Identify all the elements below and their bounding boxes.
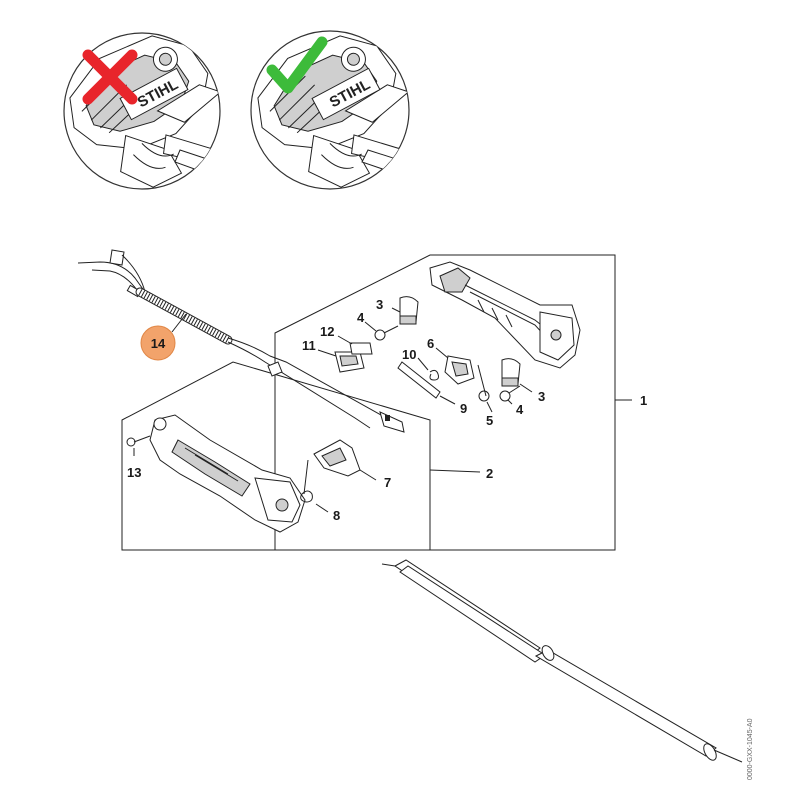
interlock-lever	[317, 349, 365, 373]
part-number-12: 12	[320, 324, 334, 339]
part-number-4-bottom: 4	[516, 402, 524, 417]
wrong-position-view: STIHL	[63, 32, 221, 190]
slide-switch	[337, 335, 373, 355]
part-number-2: 2	[486, 466, 493, 481]
clamp-bottom	[501, 358, 533, 393]
handle-lower-shell	[149, 414, 306, 533]
part-number-13: 13	[127, 465, 141, 480]
assembly-frame-2-outline	[121, 361, 431, 551]
throttle-rod	[397, 361, 456, 405]
part-number-9: 9	[460, 401, 467, 416]
wrong-cross-icon	[82, 49, 138, 105]
part-number-5: 5	[486, 413, 493, 428]
part-number-8: 8	[333, 508, 340, 523]
throttle-trigger	[435, 347, 475, 385]
torsion-spring	[417, 357, 439, 381]
clamp-top	[391, 296, 419, 325]
screw-bottom	[499, 385, 521, 405]
drive-tube	[381, 559, 743, 763]
spring-8	[300, 459, 329, 513]
highlight-badge-14: 14	[140, 313, 187, 361]
throttle-cable	[77, 249, 405, 433]
screw-top	[364, 321, 399, 341]
screw-13	[126, 435, 151, 456]
part-number-3-top: 3	[376, 297, 383, 312]
part-number-7: 7	[384, 475, 391, 490]
assembly-frame-1	[274, 254, 616, 551]
lever-7	[313, 439, 377, 481]
part-number-1: 1	[640, 393, 647, 408]
handle-upper-shell	[429, 261, 581, 369]
spring-5	[477, 364, 493, 413]
part-number-6: 6	[427, 336, 434, 351]
part-number-14: 14	[151, 336, 166, 351]
part-number-4-top: 4	[357, 310, 365, 325]
correct-position-view: STIHL	[250, 30, 410, 190]
part-number-3-bottom: 3	[538, 389, 545, 404]
drawing-code: 0000-GXX-1045-A0	[747, 718, 754, 780]
part-number-11: 11	[302, 338, 316, 353]
correct-check-icon	[266, 36, 328, 94]
part-number-10: 10	[402, 347, 416, 362]
